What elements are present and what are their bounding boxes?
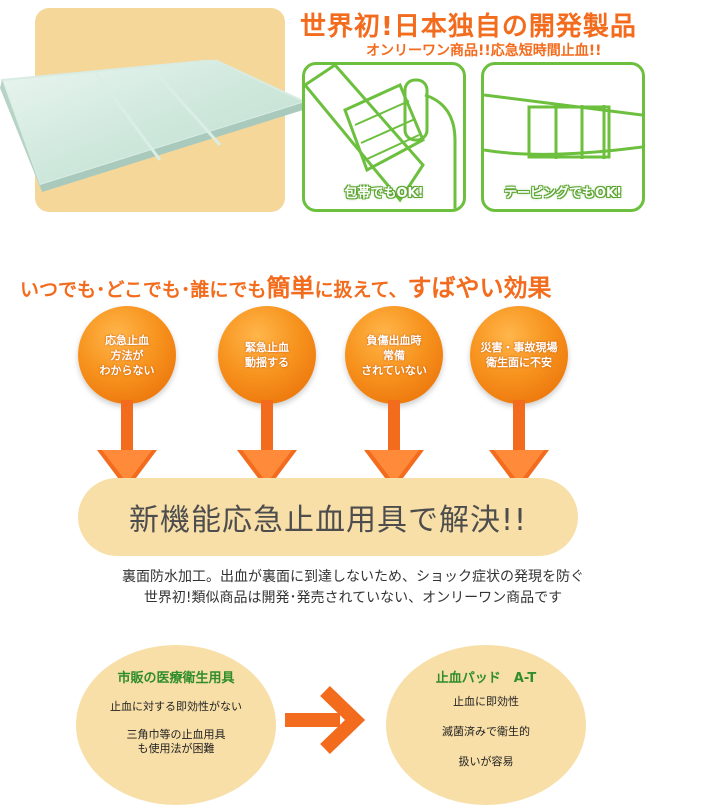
bandage-caption: 包帯でもOK!: [344, 186, 424, 201]
bandage-panel: 包帯でもOK!: [302, 62, 466, 212]
taping-panel: テーピングでもOK!: [481, 62, 645, 212]
problem-circle-4: 災害・事故現場 衛生面に不安: [470, 306, 568, 404]
taping-illustration: [484, 93, 642, 159]
problem-circle-3: 負傷出血時 常備 されていない: [345, 306, 443, 404]
down-arrow-icon-3: [364, 400, 424, 490]
hemostatic-pad-image: [0, 60, 308, 192]
tagline-part-1: いつでも･どこでも･誰にでも: [20, 279, 267, 301]
tagline: いつでも･どこでも･誰にでも簡単に扱えて、すばやい効果: [20, 268, 690, 303]
description-line-1: 裏面防水加工。出血が裏面に到達しないため、ショック症状の発現を防ぐ: [122, 569, 584, 585]
down-arrow-icon-4: [489, 400, 549, 490]
existing-products-item-2: 三角巾等の止血用具 も使用法が困難: [126, 728, 226, 755]
product-at-item-3: 扱いが容易: [458, 755, 514, 768]
solution-banner: 新機能応急止血用具で解決!!: [78, 478, 578, 556]
down-arrow-icon-1: [97, 400, 157, 490]
product-at-item-1: 止血に即効性: [453, 695, 519, 708]
problem-circle-1: 応急止血 方法が わからない: [78, 306, 176, 404]
down-arrow-icon-2: [237, 400, 297, 490]
bandage-illustration: [305, 65, 457, 209]
tagline-part-4: すばやい効果: [407, 274, 552, 302]
existing-products-title: 市販の医療衛生用具: [117, 671, 235, 686]
problem-circle-2: 緊急止血 動揺する: [218, 306, 316, 404]
comparison-existing-products: 市販の医療衛生用具 止血に対する即効性がない 三角巾等の止血用具 も使用法が困難: [76, 645, 276, 805]
product-at-item-2: 滅菌済みで衛生的: [442, 725, 530, 738]
comparison-product-at: 止血パッド A-T 止血に即効性 滅菌済みで衛生的 扱いが容易: [386, 645, 586, 805]
tagline-part-2: 簡単: [266, 274, 315, 302]
product-at-title: 止血パッド A-T: [435, 671, 537, 686]
right-arrow-icon: [285, 685, 365, 755]
down-arrows: [97, 400, 549, 490]
tagline-part-3: に扱えて、: [314, 279, 408, 301]
existing-products-item-1: 止血に対する即効性がない: [110, 700, 242, 713]
subheadline: オンリーワン商品!!応急短時間止血!!: [366, 43, 602, 59]
description-line-2: 世界初!類似商品は開発･発売されていない、オンリーワン商品です: [143, 590, 563, 606]
taping-caption: テーピングでもOK!: [503, 186, 623, 201]
headline: 世界初!日本独自の開発製品: [300, 12, 637, 42]
